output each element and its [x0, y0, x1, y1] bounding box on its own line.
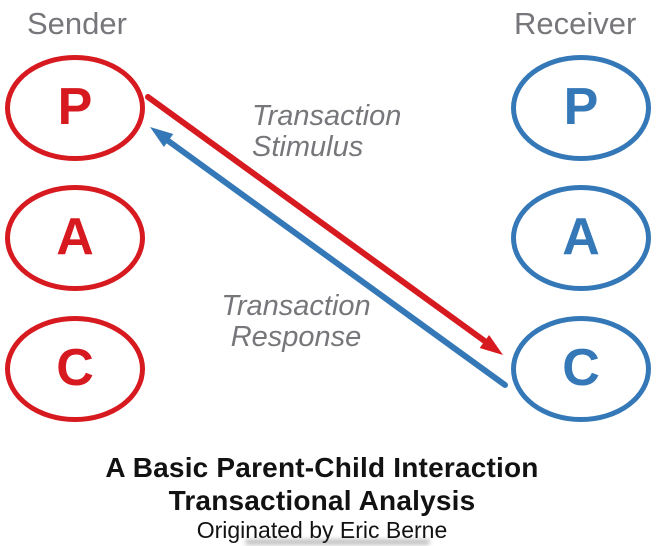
bottom-smudge-artifact: [245, 539, 430, 545]
stimulus-label-line1: Transaction: [252, 100, 402, 132]
response-arrow-line: [164, 137, 508, 388]
response-arrowhead-icon: [150, 127, 174, 147]
ego-state-letter: P: [563, 78, 599, 136]
response-label: Transaction Response: [196, 291, 396, 353]
receiver-parent-circle: P: [511, 55, 651, 161]
sender-adult-circle: A: [5, 185, 145, 291]
receiver-adult-circle: A: [511, 185, 651, 291]
stimulus-label-line2: Stimulus: [252, 131, 364, 163]
sender-parent-circle: P: [5, 55, 145, 161]
response-label-line2: Response: [230, 321, 362, 353]
ego-state-letter: C: [562, 339, 600, 397]
ego-state-letter: P: [57, 78, 93, 136]
stimulus-label: Transaction Stimulus: [252, 101, 401, 163]
receiver-column-label: Receiver: [514, 6, 637, 41]
sender-child-circle: C: [5, 316, 145, 422]
stimulus-arrowhead-icon: [479, 335, 503, 355]
caption-title-line2: Transactional Analysis: [168, 485, 476, 516]
sender-column-label: Sender: [27, 6, 127, 41]
ego-state-letter: A: [56, 208, 94, 266]
response-label-line1: Transaction: [221, 290, 371, 322]
stimulus-arrow-line: [145, 94, 489, 345]
caption-attribution: Originated by Eric Berne: [196, 517, 448, 543]
receiver-child-circle: C: [511, 316, 651, 422]
caption-title-line1: A Basic Parent-Child Interaction: [105, 452, 539, 483]
caption: A Basic Parent-Child Interaction Transac…: [0, 451, 644, 543]
ego-state-letter: A: [562, 208, 600, 266]
ego-state-letter: C: [56, 339, 94, 397]
